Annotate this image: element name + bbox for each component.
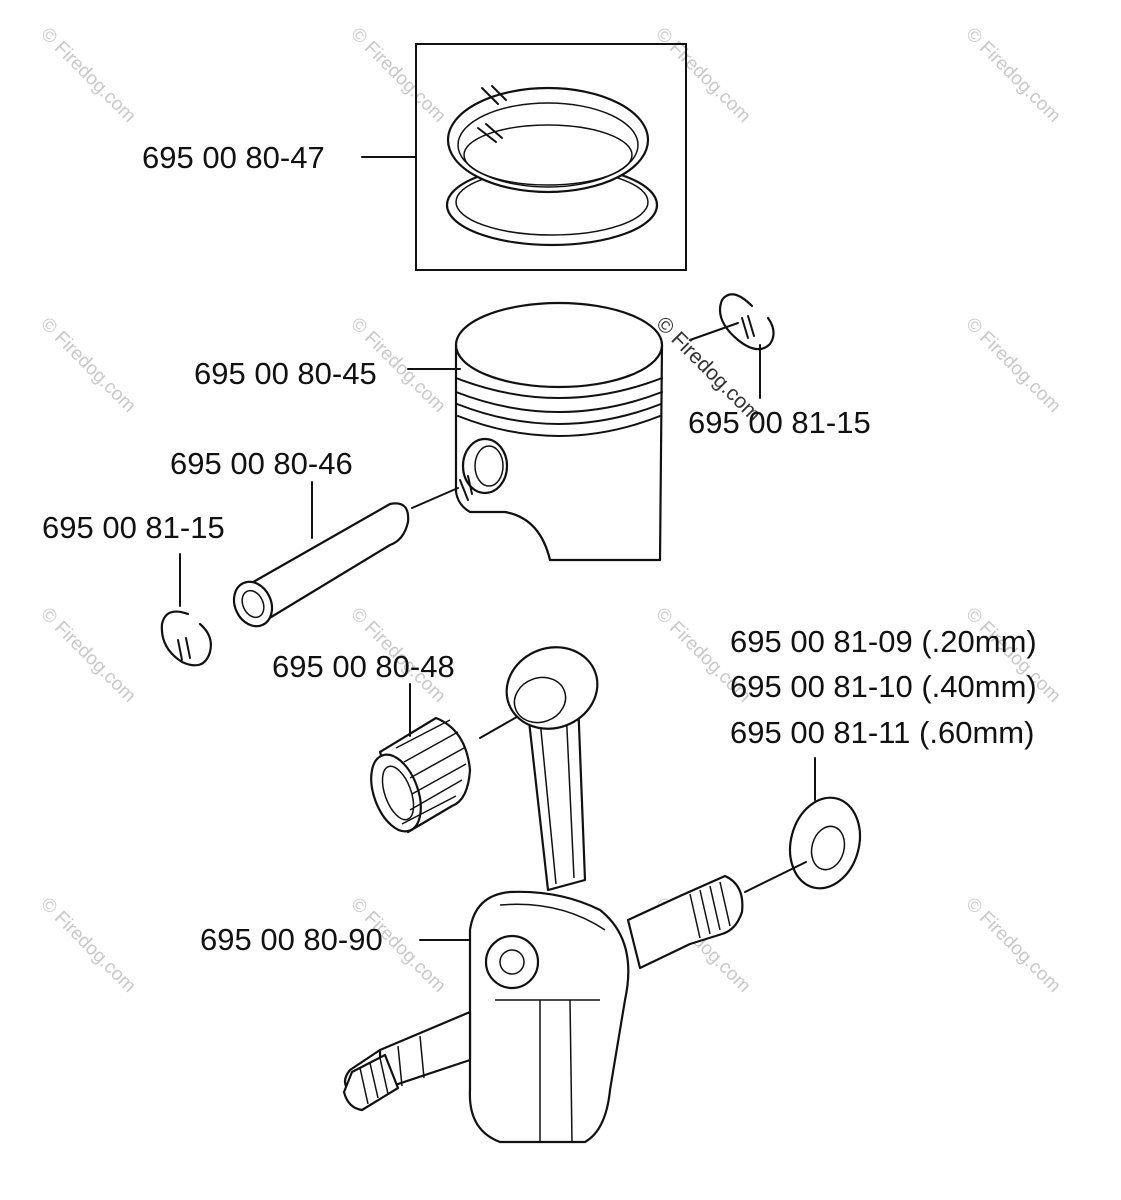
watermark: © Firedog.com xyxy=(961,314,1064,417)
watermark: © Firedog.com xyxy=(651,24,754,127)
crankshaft-part xyxy=(342,646,744,1144)
watermark: © Firedog.com xyxy=(36,314,139,417)
piston-part xyxy=(454,301,664,562)
circlip-right-part xyxy=(718,293,775,351)
label-piston-pin: 695 00 80-46 xyxy=(170,446,353,481)
watermark: © Firedog.com xyxy=(36,24,139,127)
label-circlip-left: 695 00 81-15 xyxy=(42,510,225,545)
label-crankshaft: 695 00 80-90 xyxy=(200,922,383,957)
watermark: © Firedog.com xyxy=(961,24,1064,127)
piston-rings-part xyxy=(415,43,687,271)
label-needle-bearing: 695 00 80-48 xyxy=(272,649,455,684)
watermark: © Firedog.com xyxy=(346,24,449,127)
watermark: © Firedog.com xyxy=(36,604,139,707)
circlip-left-part xyxy=(160,610,212,667)
label-piston: 695 00 80-45 xyxy=(194,356,377,391)
label-washer-040: 695 00 81-10 (.40mm) xyxy=(730,669,1037,704)
washer-part xyxy=(788,796,862,890)
needle-bearing-part xyxy=(370,716,472,834)
watermark: © Firedog.com xyxy=(961,894,1064,997)
label-washer-060: 695 00 81-11 (.60mm) xyxy=(730,715,1034,750)
piston-pin-part xyxy=(232,502,410,628)
label-circlip-right: 695 00 81-15 xyxy=(688,405,871,440)
watermark: © Firedog.com xyxy=(36,894,139,997)
label-piston-rings: 695 00 80-47 xyxy=(142,140,325,175)
label-washer-020: 695 00 81-09 (.20mm) xyxy=(730,624,1037,659)
